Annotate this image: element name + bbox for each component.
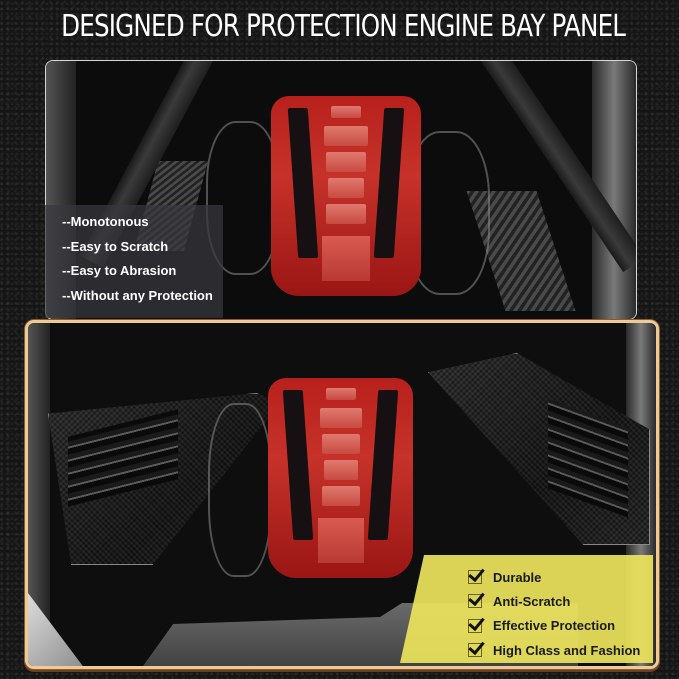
- cons-item: --Monotonous: [62, 214, 149, 229]
- left-frame-rail: [28, 323, 50, 666]
- cons-list: --Monotonous --Easy to Scratch --Easy to…: [62, 212, 213, 310]
- cons-item: --Without any Protection: [62, 287, 213, 303]
- cons-item: --Easy to Scratch: [62, 238, 169, 254]
- checkbox-checked-icon: [468, 643, 482, 658]
- engine-cover: [271, 96, 421, 296]
- pros-item-label: High Class and Fashion: [493, 642, 641, 658]
- pros-item: High Class and Fashion: [468, 638, 640, 662]
- checkbox-checked-icon: [468, 594, 482, 609]
- wiring-left: [208, 403, 272, 577]
- checkbox-checked-icon: [468, 570, 482, 585]
- pros-overlay: [400, 555, 653, 663]
- pros-item: Durable: [468, 565, 640, 589]
- pros-item-label: Anti-Scratch: [493, 593, 571, 609]
- pros-item-label: Durable: [493, 569, 542, 585]
- page-title: DESIGNED FOR PROTECTION ENGINE BAY PANEL: [61, 9, 626, 44]
- engine-cover: [268, 378, 413, 578]
- pros-item-label: Effective Protection: [493, 618, 616, 634]
- pros-list: Durable Anti-Scratch Effective Protectio…: [468, 565, 640, 662]
- engine-bay-scene-with-panels: [28, 323, 656, 666]
- pros-item: Anti-Scratch: [468, 589, 640, 613]
- pros-item: Effective Protection: [468, 614, 640, 638]
- checkbox-checked-icon: [468, 618, 482, 633]
- cons-overlay: [45, 205, 223, 318]
- cons-item: --Easy to Abrasion: [62, 263, 177, 278]
